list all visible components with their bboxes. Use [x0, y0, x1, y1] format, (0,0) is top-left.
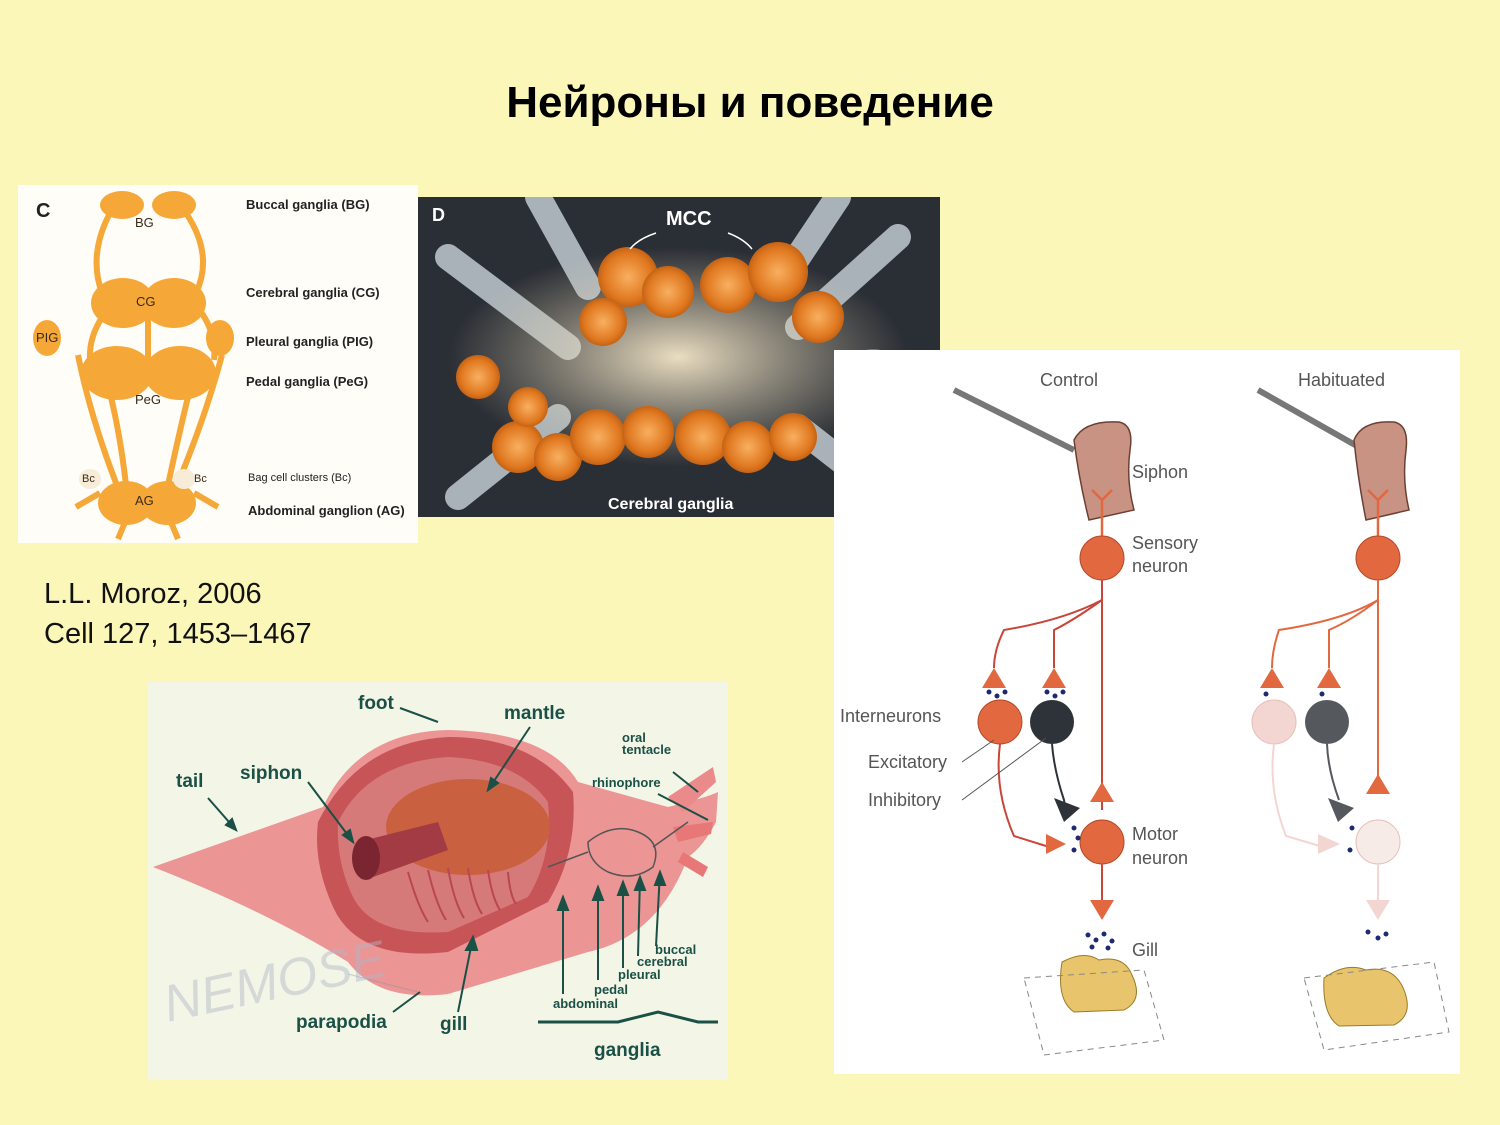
- ganglia-schematic: C: [33, 191, 405, 541]
- label-tail: tail: [176, 771, 203, 792]
- label-sensory-1: Sensory: [1132, 533, 1198, 553]
- label-pedal: pedal: [594, 982, 628, 997]
- legend-pleural: Pleural ganglia (PIG): [246, 334, 373, 349]
- habituated-column: Habituated: [1251, 370, 1450, 1051]
- photo-caption: Cerebral ganglia: [608, 496, 733, 513]
- label-rhinophore: rhinophore: [592, 775, 661, 790]
- gill-withdrawal-circuit-drawing: Control: [840, 370, 1450, 1056]
- legend-buccal: Buccal ganglia (BG): [246, 197, 370, 212]
- gill-withdrawal-circuit: Control: [834, 350, 1460, 1074]
- bag-cell-left: [79, 469, 101, 489]
- node-ag-label: AG: [135, 493, 154, 508]
- slide-title: Нейроны и поведение: [506, 78, 994, 127]
- label-cerebral: cerebral: [637, 954, 688, 969]
- node-pig-label: PIG: [36, 330, 58, 345]
- legend-cerebral: Cerebral ganglia (CG): [246, 285, 380, 300]
- control-transmitter: [986, 689, 1115, 951]
- control-inhibitory-interneuron: [1030, 700, 1074, 744]
- node-bc-right-label: Bc: [194, 473, 207, 485]
- legend-abdominal: Abdominal ganglion (AG): [248, 503, 405, 518]
- label-gill: Gill: [1132, 940, 1158, 960]
- node-bg-label: BG: [135, 215, 154, 230]
- leader-lines: [961, 737, 1047, 801]
- panel-letter-c: C: [36, 200, 50, 222]
- bag-cell-right: [173, 469, 195, 489]
- label-gill: gill: [440, 1014, 467, 1035]
- tentacle-lower: [678, 852, 708, 877]
- connectives: [74, 211, 225, 541]
- mcc-label: MCC: [666, 208, 712, 230]
- legend-pedal: Pedal ganglia (PeG): [246, 374, 368, 389]
- habituated-probe: [1256, 387, 1366, 453]
- control-column: Control: [952, 370, 1165, 1056]
- node-bc-left-label: Bc: [82, 473, 95, 485]
- label-abdominal: abdominal: [553, 996, 618, 1011]
- label-buccal: buccal: [655, 942, 696, 957]
- control-sensory-neuron: [1079, 535, 1125, 581]
- label-sensory-2: neuron: [1132, 556, 1188, 576]
- control-siphon-icon: [1073, 421, 1135, 521]
- mcc-arrow-left: [629, 232, 657, 250]
- gill-folds: [407, 867, 517, 923]
- label-excitatory: Excitatory: [868, 752, 947, 772]
- control-excitatory-interneuron: [977, 699, 1023, 745]
- habituated-gill-icon: [1323, 966, 1408, 1027]
- habituated-excitatory-interneuron: [1251, 699, 1297, 745]
- rhinophore: [668, 767, 716, 812]
- ganglia-schematic-panel: C: [18, 185, 418, 543]
- label-tentacle: tentacle: [622, 742, 671, 757]
- habituated-transmitter: [1263, 691, 1389, 941]
- node-cg-label: CG: [136, 294, 156, 309]
- habituated-title: Habituated: [1298, 370, 1385, 390]
- citation-journal: Cell 127, 1453–1467: [44, 618, 312, 650]
- control-probe: [952, 387, 1076, 453]
- citation-author: L.L. Moroz, 2006: [44, 578, 262, 610]
- label-ganglia: ganglia: [594, 1040, 661, 1061]
- label-inhibitory: Inhibitory: [868, 790, 941, 810]
- label-motor-2: neuron: [1132, 848, 1188, 868]
- label-interneurons: Interneurons: [840, 706, 941, 726]
- ganglion-shapes: [33, 191, 234, 525]
- nerve-ring: [547, 821, 689, 877]
- aplysia-anatomy-panel: NEMOSE foot mantle tail siphon parapodia…: [148, 682, 728, 1080]
- legend-bag-cell: Bag cell clusters (Bc): [248, 472, 351, 484]
- label-foot: foot: [358, 693, 395, 714]
- label-siphon: Siphon: [1132, 462, 1188, 482]
- control-title: Control: [1040, 370, 1098, 390]
- label-motor-1: Motor: [1132, 824, 1178, 844]
- oral-tentacle: [673, 822, 713, 842]
- habituated-inhibitory-interneuron: [1305, 700, 1349, 744]
- habituated-sensory-neuron: [1355, 535, 1401, 581]
- panel-letter-d: D: [432, 205, 445, 225]
- label-siphon: siphon: [240, 763, 302, 784]
- label-parapodia: parapodia: [296, 1012, 387, 1033]
- aplysia-anatomy: NEMOSE foot mantle tail siphon parapodia…: [153, 693, 718, 1061]
- citation: L.L. Moroz, 2006 Cell 127, 1453–1467: [44, 574, 312, 654]
- habituated-siphon-icon: [1353, 421, 1410, 521]
- mcc-arrow-right: [727, 232, 753, 250]
- habituated-motor-neuron: [1355, 819, 1401, 865]
- node-peg-label: PeG: [135, 392, 161, 407]
- label-mantle: mantle: [504, 703, 565, 724]
- control-motor-neuron: [1079, 819, 1125, 865]
- siphon: [352, 822, 448, 880]
- label-oral: oral: [622, 730, 646, 745]
- label-pleural: pleural: [618, 967, 661, 982]
- control-gill-icon: [1060, 955, 1137, 1013]
- label-arrows: [207, 707, 718, 1024]
